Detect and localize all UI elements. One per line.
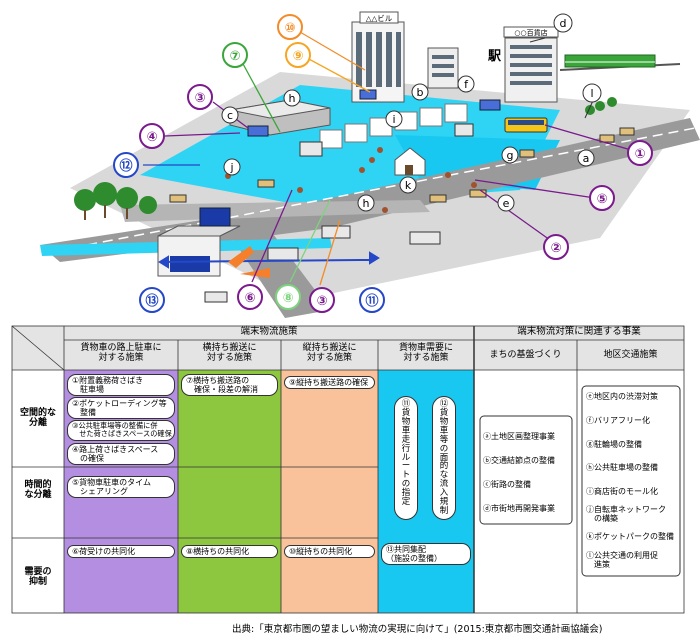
- measure-10: ⑩縦持ちの共同化: [284, 545, 375, 559]
- people: [225, 147, 477, 213]
- letter-b: b: [417, 86, 424, 99]
- col-town-header: まちの基盤づくり: [489, 350, 562, 360]
- marker-6: ⑥: [244, 291, 255, 306]
- cross-road: [230, 230, 330, 318]
- col-horizontal-fill: [178, 370, 281, 613]
- measure-5: ⑤貨物車駐車のタイム シェアリング: [67, 476, 175, 499]
- traffic-item-i: ⓘ商店街のモール化: [586, 487, 658, 496]
- station-label: 駅: [487, 49, 502, 64]
- header-group-right: 端末物流対策に関連する事業: [517, 326, 641, 337]
- marker-5: ⑤: [596, 192, 607, 207]
- store-windows: [510, 45, 552, 85]
- letter-h-top: h: [289, 92, 296, 105]
- marker-13: ⑬: [145, 293, 158, 309]
- traffic-item-h: ⓗ公共駐車場の整備: [586, 463, 658, 472]
- marker-3a: ③: [194, 91, 205, 106]
- letter-l: l: [590, 87, 593, 100]
- train: [564, 54, 656, 68]
- traffic-item-k: ⓚポケットパークの整備: [586, 532, 674, 541]
- marker-3b: ③: [316, 294, 327, 309]
- letter-k: k: [405, 179, 412, 192]
- side-road: [120, 200, 430, 222]
- trees: [74, 182, 157, 214]
- town-item-c: ⓒ街路の整備: [483, 480, 531, 489]
- marker-9: ⑨: [292, 49, 303, 64]
- marker-10: ⑩: [284, 21, 295, 36]
- letter-f: f: [464, 78, 469, 91]
- traffic-item-g: ⓖ駐輪場の整備: [586, 440, 642, 449]
- house: [394, 147, 426, 176]
- traffic-item-f: ⓕバリアフリー化: [586, 416, 650, 425]
- traffic-item-l: ⓛ公共交通の利用促 進策: [586, 551, 658, 570]
- measure-8: ⑧横持ちの共同化: [181, 545, 278, 559]
- marker-8: ⑧: [282, 291, 293, 306]
- row-spatial-label: 空間的な 分離: [19, 408, 56, 429]
- col-traffic-header: 地区交通施策: [603, 350, 658, 360]
- marker-12: ⑫: [119, 158, 132, 174]
- col-onstreet-header: 貨物車の路上駐車に 対する施策: [80, 343, 162, 364]
- col-demand-header: 貨物車需要に 対する施策: [398, 343, 453, 364]
- measure-13: ⑬共同集配 （施設の整備）: [381, 543, 471, 566]
- measure-4: ④路上荷さばきスペース の確保: [67, 443, 175, 466]
- marker-2: ②: [550, 241, 561, 256]
- letter-h-mid: h: [363, 197, 370, 210]
- bill-label: △△ビル: [366, 14, 393, 23]
- city-illustration: △△ビル ○○百貨店 駅: [39, 11, 700, 318]
- letter-c: c: [227, 109, 233, 122]
- town-item-d: ⓓ市街地再開発事業: [483, 504, 555, 513]
- marker-1: ①: [634, 147, 645, 162]
- building-windows: [356, 32, 401, 87]
- letter-a: a: [583, 152, 590, 165]
- cars: [169, 127, 635, 203]
- route-arrows: [158, 251, 380, 269]
- col-horizontal-header: 横持ち搬送に 対する施策: [202, 343, 257, 364]
- traffic-item-j: ⓙ自転車ネットワーク の構築: [586, 505, 666, 524]
- row-temporal-label: 時間的 な分離: [24, 480, 52, 501]
- marker-4: ④: [146, 130, 157, 145]
- measure-1: ①附置義務荷さばき 駐車場: [67, 374, 175, 397]
- row-demand-label: 需要の 抑制: [24, 567, 52, 588]
- building-sign: [359, 11, 399, 24]
- marker-7: ⑦: [229, 49, 240, 64]
- town-item-b: ⓑ交通結節点の整備: [483, 456, 555, 465]
- store-sign: [503, 26, 559, 38]
- flow-arrows: [228, 246, 270, 278]
- letter-g: g: [507, 149, 514, 162]
- town-item-a: ⓐ土地区画整理事業: [483, 432, 555, 441]
- col-vertical-header: 縦持ち搬送に 対する施策: [302, 343, 357, 364]
- measure-9: ⑨縦持ち搬送路の確保: [284, 376, 375, 390]
- measure-3: ③公共駐車場等の整備に併 せた荷さばきスペースの確保: [67, 420, 175, 441]
- source-credit: 出典:「東京都市圏の望ましい物流の実現に向けて」(2015:東京都市圏交通計画協…: [232, 624, 603, 635]
- col-demand-fill: [378, 370, 474, 613]
- measure-6: ⑥荷受けの共同化: [67, 545, 175, 559]
- trucks: [199, 89, 501, 303]
- letter-e: e: [503, 197, 510, 210]
- header-group-left: 端末物流施策: [240, 326, 298, 337]
- letter-i: i: [392, 113, 395, 126]
- measure-7: ⑦横持ち搬送路の 確保・段差の解消: [181, 374, 278, 397]
- store-label: ○○百貨店: [514, 28, 547, 37]
- measure-2: ②ポケットローディング等 整備: [67, 397, 175, 420]
- marker-11: ⑪: [365, 293, 378, 309]
- letter-j: j: [229, 161, 233, 174]
- traffic-item-e: ⓔ地区内の渋滞対策: [586, 392, 658, 401]
- letter-d: d: [560, 17, 567, 30]
- col-vertical-fill: [281, 370, 378, 613]
- marker-1-circle: [627, 140, 653, 166]
